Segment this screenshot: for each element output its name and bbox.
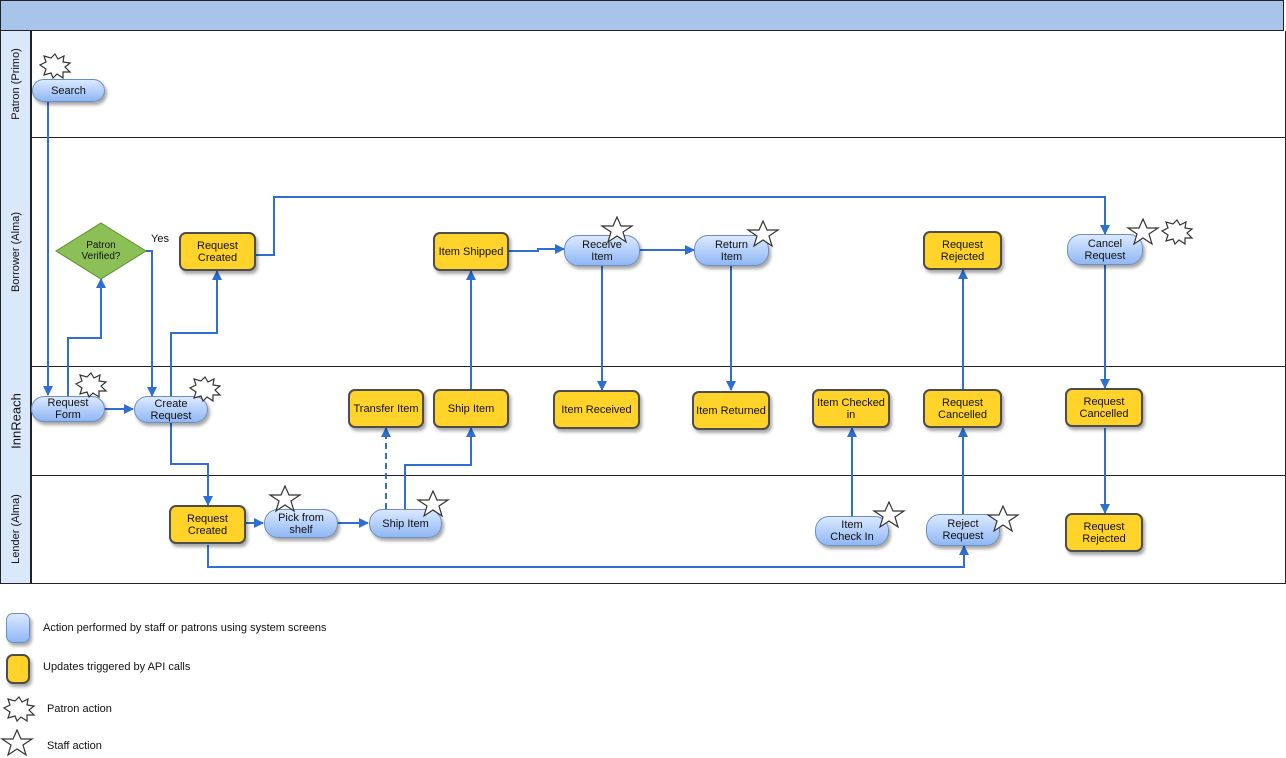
reject-request-node[interactable]: Reject Request xyxy=(926,514,1000,546)
star-icon xyxy=(268,485,302,513)
burst-star-icon xyxy=(38,53,72,79)
innreach-ship-item-node: Ship Item xyxy=(433,389,509,428)
item-shipped-node: Item Shipped xyxy=(433,232,509,271)
create-request-node[interactable]: Create Request xyxy=(134,396,208,423)
receive-item-node[interactable]: Receive Item xyxy=(564,235,640,266)
lane-borrower: Borrower (Alma) xyxy=(0,137,1286,367)
edge-request-form-to-patron-verified xyxy=(67,278,106,397)
legend-star-icon xyxy=(0,729,34,757)
lane-label-cell: Borrower (Alma) xyxy=(1,137,32,366)
star-icon xyxy=(986,505,1020,533)
item-check-in-node[interactable]: Item Check In xyxy=(815,516,889,546)
patron-verified-decision xyxy=(55,222,147,280)
item-received-node: Item Received xyxy=(553,390,640,429)
burst-star-icon xyxy=(1160,219,1194,245)
legend-api-swatch xyxy=(6,654,30,684)
item-checked-in-node: Item Checked in xyxy=(812,389,890,428)
request-form-node[interactable]: Request Form xyxy=(31,396,105,422)
edge-item-shipped-to-receive xyxy=(509,244,565,254)
lender-ship-item-node[interactable]: Ship Item xyxy=(369,509,442,538)
star-icon xyxy=(1126,218,1160,246)
legend-staff-action-text: Staff action xyxy=(47,740,102,752)
innreach-request-cancelled-2-node: Request Cancelled xyxy=(1065,388,1143,427)
innreach-request-cancelled-node: Request Cancelled xyxy=(923,389,1002,428)
burst-star-icon xyxy=(188,376,222,402)
transfer-item-node: Transfer Item xyxy=(348,389,424,428)
legend-patron-action-text: Patron action xyxy=(47,703,112,715)
diagram-header-band xyxy=(0,0,1284,31)
legend-action-swatch xyxy=(6,613,30,643)
edge-ship-to-innreach-ship-item xyxy=(404,427,476,509)
edge-patron-verified-yes xyxy=(146,250,157,397)
legend-api-text: Updates triggered by API calls xyxy=(43,661,191,673)
star-icon xyxy=(416,490,450,518)
patron-verified-label: Patron Verified? xyxy=(81,240,121,262)
yes-label: Yes xyxy=(151,233,169,245)
lender-request-rejected-node: Request Rejected xyxy=(1065,513,1143,552)
legend-burst-star-icon xyxy=(2,696,36,722)
search-node[interactable]: Search xyxy=(32,79,105,102)
star-icon xyxy=(746,220,780,248)
burst-star-icon xyxy=(74,372,108,398)
borrower-request-rejected-node: Request Rejected xyxy=(923,231,1002,270)
return-item-node[interactable]: Return Item xyxy=(694,235,769,266)
star-icon xyxy=(600,216,634,244)
pick-from-shelf-node[interactable]: Pick from shelf xyxy=(264,509,338,538)
edge-request-created-to-cancel-request xyxy=(256,196,1110,256)
edge-lender-request-created-to-reject xyxy=(207,545,969,568)
lender-request-created-node: Request Created xyxy=(169,505,246,544)
legend-action-text: Action performed by staff or patrons usi… xyxy=(43,622,327,634)
edge-create-request-to-request-created xyxy=(170,270,222,396)
edge-create-request-to-lender-request-created xyxy=(170,423,213,506)
star-icon xyxy=(872,501,906,529)
item-returned-node: Item Returned xyxy=(692,391,770,430)
cancel-request-node[interactable]: Cancel Request xyxy=(1067,234,1143,265)
lane-label-cell: Patron (Primo) xyxy=(1,31,32,137)
borrower-request-created-node: Request Created xyxy=(179,232,256,271)
lane-label-cell: Lender (Alma) xyxy=(1,475,32,583)
lane-label-cell: InnReach xyxy=(1,366,32,475)
